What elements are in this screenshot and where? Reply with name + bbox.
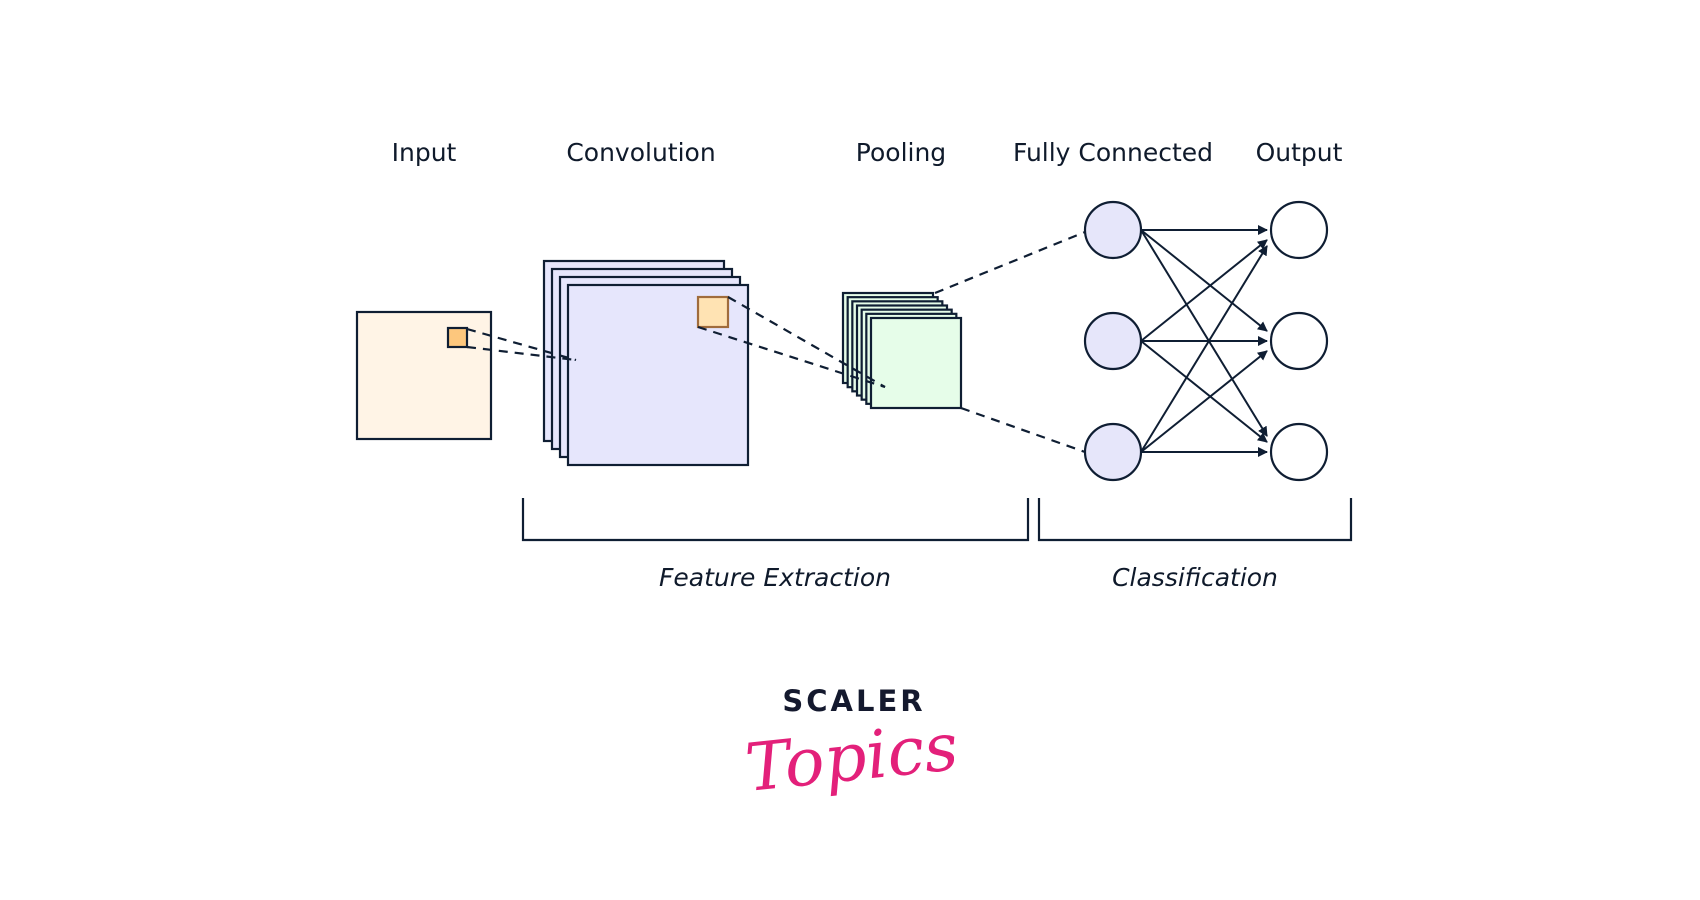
connection-arrow <box>1140 350 1268 453</box>
pooling-feature-map <box>869 316 963 410</box>
stage-label-pooling: Pooling <box>856 138 946 167</box>
connection-arrow <box>1140 229 1268 437</box>
pooling-feature-maps <box>841 291 963 410</box>
output-node <box>1269 200 1329 260</box>
projection-line-pool-top <box>934 230 1086 295</box>
group-label-classification: Classification <box>1112 563 1278 592</box>
output-node <box>1269 422 1329 482</box>
projection-line-conv-bottom <box>697 325 886 389</box>
output-node <box>1269 311 1329 371</box>
classification-bracket <box>1037 498 1353 542</box>
projection-line-conv-top <box>727 296 886 388</box>
connection-arrow <box>1140 229 1268 332</box>
fc-node <box>1083 311 1143 371</box>
projection-line-pool-bottom <box>960 406 1086 454</box>
conv-receptive-field <box>696 295 730 329</box>
stage-label-output: Output <box>1256 138 1343 167</box>
input-image <box>355 310 493 441</box>
fully-connected-layer <box>1083 200 1143 482</box>
logo-scaler-text: SCALER <box>782 684 925 718</box>
convolution-feature-maps <box>542 259 750 467</box>
connection-arrow <box>1140 239 1268 342</box>
feature-extraction-bracket <box>521 498 1030 542</box>
group-label-feature-extraction: Feature Extraction <box>659 563 891 592</box>
logo-topics-script: Topics <box>742 708 962 807</box>
fc-node <box>1083 422 1143 482</box>
scaler-topics-logo: SCALER Topics <box>742 684 962 807</box>
stage-label-convolution: Convolution <box>566 138 715 167</box>
connection-arrow <box>1140 245 1268 453</box>
projection-line-input-top <box>466 327 577 362</box>
fc-to-output-connections <box>1140 225 1268 457</box>
projection-lines <box>466 230 1086 454</box>
fc-node <box>1083 200 1143 260</box>
stage-label-input: Input <box>392 138 457 167</box>
output-layer <box>1269 200 1329 482</box>
stage-label-fully-connected: Fully Connected <box>1013 138 1213 167</box>
input-image-box <box>355 310 493 441</box>
input-receptive-field <box>446 326 469 349</box>
connection-arrow <box>1140 340 1268 443</box>
projection-line-input-bottom <box>466 345 577 362</box>
